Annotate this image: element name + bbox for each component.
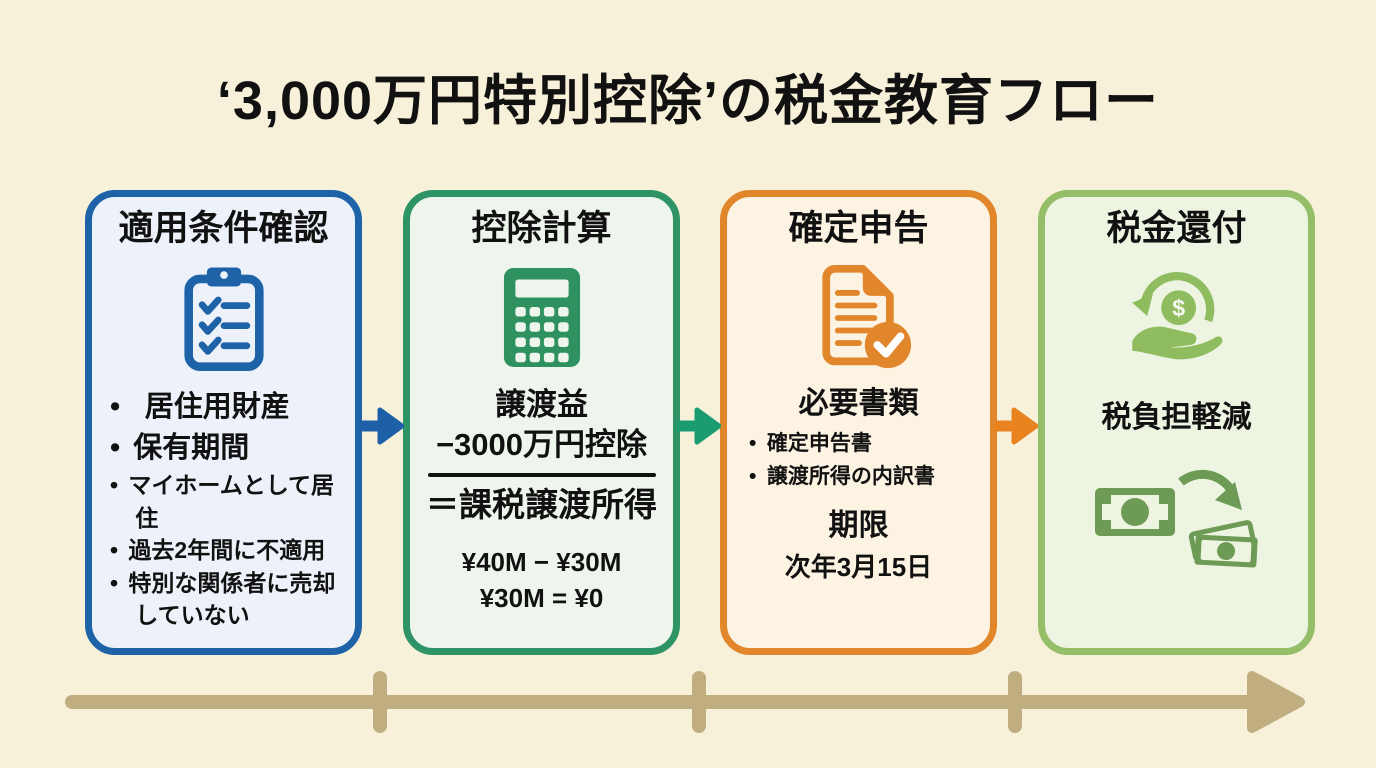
required-docs-heading: 必要書類 (798, 386, 919, 420)
arrow-right-icon (360, 406, 404, 446)
condition-item: マイホームとして居住 (110, 469, 347, 534)
condition-item: 過去2年間に不適用 (110, 534, 347, 567)
svg-text:$: $ (1172, 295, 1185, 321)
money-transfer-icon (1093, 458, 1261, 575)
step-box-check-conditions: 適用条件確認 居住用財産 保有期間 マイホームとして居住 過去2年間に不適用 特… (85, 190, 362, 655)
doc-item: 譲渡所得の内訳書 (749, 460, 984, 494)
formula-result: ＝課税譲渡所得 (426, 486, 657, 524)
formula-example: ¥40M − ¥30M ¥30M = ¥0 (462, 544, 622, 617)
condition-item: 保有期間 (110, 428, 347, 469)
step-box-tax-return: 確定申告 必要書類 確定申告書 譲渡所得の内訳書 期限 次年3月15日 (720, 190, 997, 655)
condition-item: 居住用財産 (110, 387, 347, 428)
deadline-value: 次年3月15日 (784, 551, 933, 582)
condition-list: 居住用財産 保有期間 マイホームとして居住 過去2年間に不適用 特別な関係者に売… (92, 387, 355, 633)
formula-divider (427, 473, 656, 478)
example-line: ¥40M − ¥30M (461, 546, 622, 577)
step-heading: 税金還付 (1106, 209, 1247, 248)
condition-item: 特別な関係者に売却していない (110, 567, 347, 632)
doc-item: 確定申告書 (749, 427, 984, 461)
formula-deduction: −3000万円控除 (435, 427, 648, 463)
formula-gain: 譲渡益 (495, 386, 588, 422)
step-box-deduction-calc: 控除計算 譲渡益 −3000万円控除 ＝課税譲渡所得 ¥40M − ¥30M ¥… (403, 190, 680, 655)
required-docs-list: 確定申告書 譲渡所得の内訳書 (727, 427, 990, 494)
step-box-tax-refund: 税金還付 $ 税負担軽減 (1038, 190, 1315, 655)
step-heading: 適用条件確認 (118, 209, 329, 248)
timeline-arrowhead (1247, 671, 1305, 733)
deduction-formula: 譲渡益 −3000万円控除 ＝課税譲渡所得 (426, 385, 657, 527)
timeline (0, 662, 1376, 742)
benefit-label: 税負担軽減 (1101, 400, 1252, 434)
hand-coin-icon: $ (1124, 267, 1230, 370)
step-heading: 確定申告 (788, 209, 929, 248)
step-heading: 控除計算 (471, 209, 612, 248)
deadline-heading: 期限 (828, 508, 889, 542)
arrow-right-icon (994, 406, 1038, 446)
calculator-icon (503, 267, 581, 373)
page-title: ‘3,000万円特別控除’の税金教育フロー (216, 71, 1160, 131)
document-check-icon (803, 264, 915, 377)
arrow-right-icon (677, 406, 721, 446)
clipboard-checklist-icon (182, 264, 266, 379)
example-line: ¥30M = ¥0 (479, 583, 604, 614)
